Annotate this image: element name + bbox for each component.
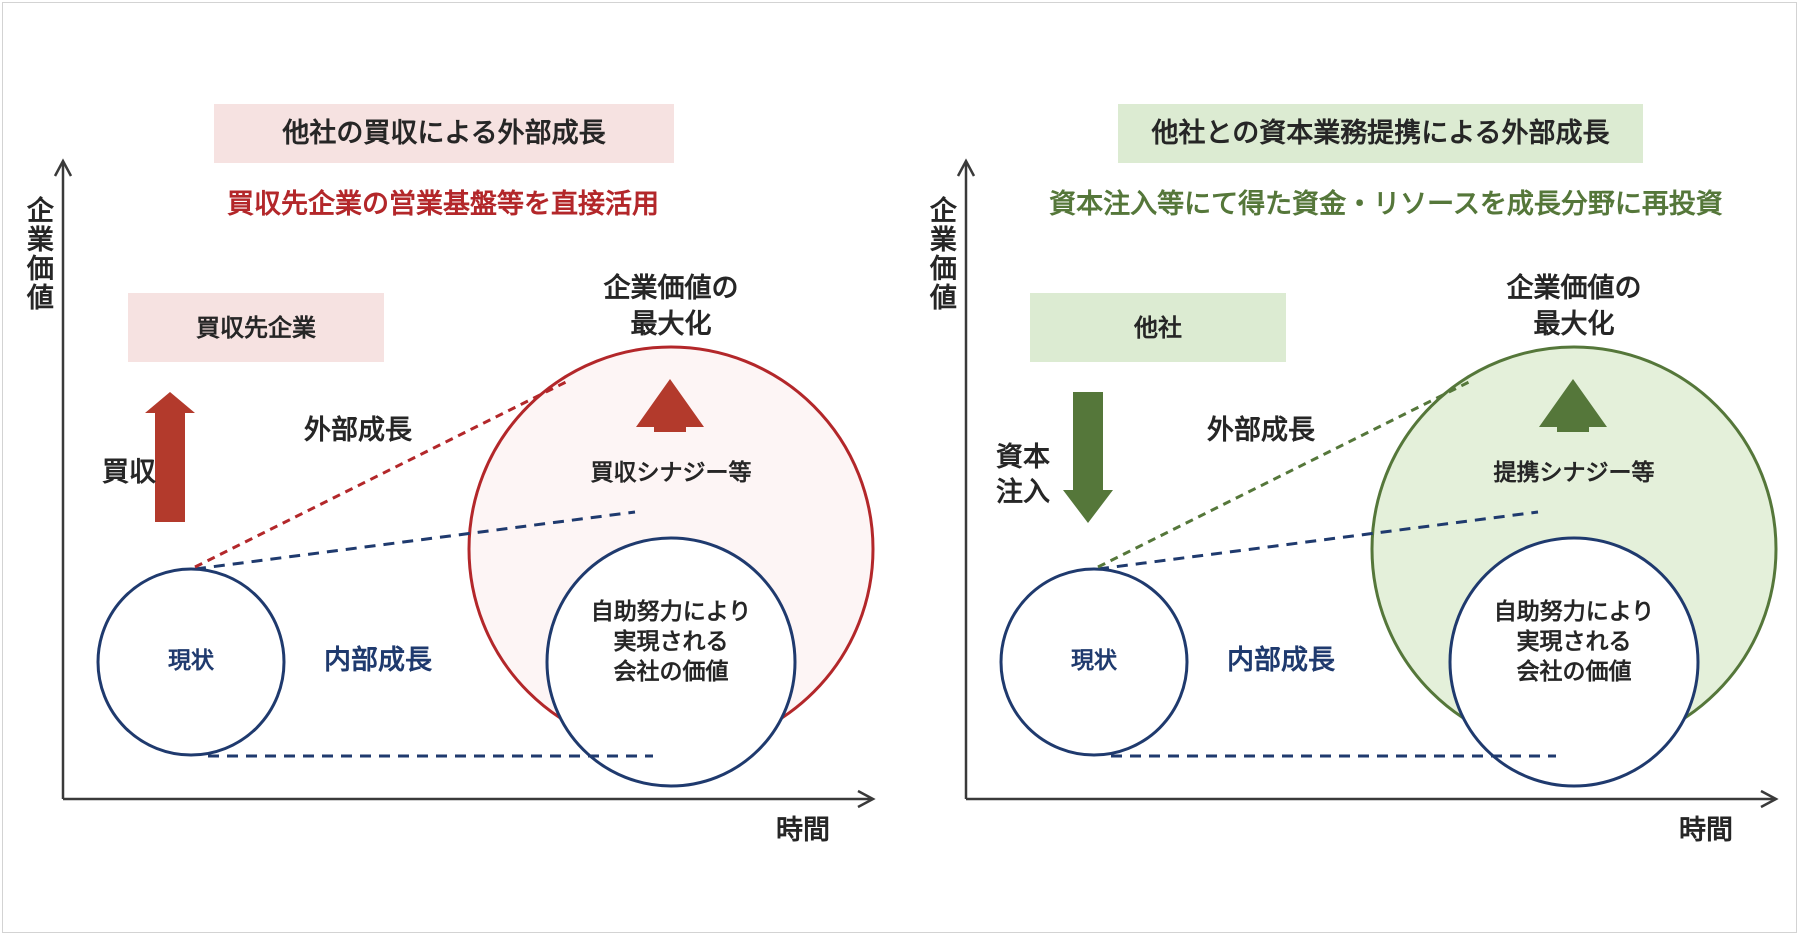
external-growth-label: 外部成長 [304,415,412,447]
internal-growth-label: 内部成長 [324,645,432,677]
y-axis-label: 企業価値 [21,196,53,312]
other-company-label: 買収先企業 [196,313,316,342]
panel-subtitle: 資本注入等にて得た資金・リソースを成長分野に再投資 [1049,189,1723,221]
max-value-label: 企業価値の 最大化 [603,272,739,340]
self-effort-label: 自助努力により 実現される 会社の価値 [1493,599,1655,685]
self-effort-label: 自助努力により 実現される 会社の価値 [590,599,752,685]
current-circle [999,567,1189,757]
external-growth-label: 外部成長 [1207,415,1315,447]
internal-growth-line [1097,510,1539,571]
current-circle [96,567,286,757]
other-company-box [1030,293,1286,362]
panel-acquisition-graphics [53,104,876,809]
action-label: 買収 [102,457,156,489]
panel-alliance-graphics [956,104,1779,809]
action-label: 資本 注入 [996,441,1050,508]
panel-title: 他社との資本業務提携による外部成長 [1151,117,1610,149]
panel-title: 他社の買収による外部成長 [282,117,606,149]
internal-growth-line [194,510,636,571]
title-box [214,104,674,163]
x-axis-label: 時間 [776,815,830,847]
title-box [1118,104,1643,163]
acquisition-arrow-icon [145,392,195,522]
other-company-box [128,293,384,362]
synergy-arrow-icon [1539,379,1607,432]
synergy-arrow-icon [636,379,704,432]
y-axis-label: 企業価値 [924,196,956,312]
self-effort-circle [1448,536,1700,788]
synergy-label: 買収シナジー等 [590,459,752,486]
panel-subtitle: 買収先企業の営業基盤等を直接活用 [227,189,659,221]
self-effort-circle [545,536,797,788]
synergy-label: 提携シナジー等 [1493,459,1655,486]
diagram-canvas [53,104,1779,809]
internal-growth-label: 内部成長 [1227,645,1335,677]
x-axis-label: 時間 [1679,815,1733,847]
max-value-label: 企業価値の 最大化 [1506,272,1642,340]
other-company-label: 他社 [1134,313,1182,342]
capital-injection-arrow-icon [1063,392,1113,523]
current-label: 現状 [168,647,214,674]
current-label: 現状 [1071,647,1117,674]
